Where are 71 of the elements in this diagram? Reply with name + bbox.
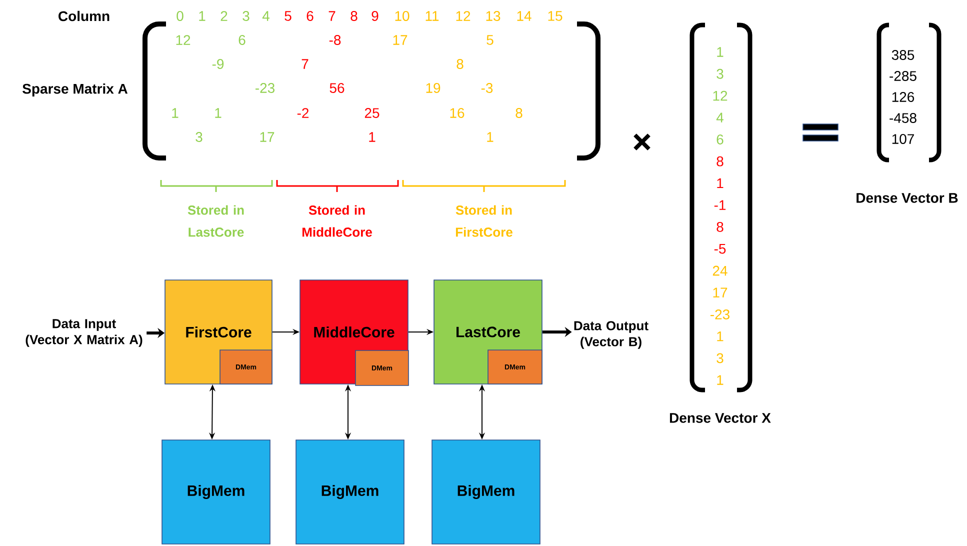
vector-label: Dense Vector B	[856, 193, 958, 203]
brace-label: Stored in FirstCore	[456, 205, 512, 237]
vector-entry: 1	[717, 178, 724, 188]
column-number: 7	[328, 11, 336, 21]
column-number: 3	[242, 11, 250, 21]
matrix-entry: 17	[260, 132, 274, 142]
memory-box: BigMem	[296, 440, 404, 544]
matrix-entry: 16	[450, 108, 464, 118]
matrix-entry: 1	[487, 132, 494, 142]
vector-entry: 8	[716, 222, 724, 232]
column-number: 6	[306, 11, 314, 21]
column-number: 8	[350, 11, 358, 21]
matrix-entry: 3	[196, 132, 202, 142]
column-number: 12	[456, 11, 470, 21]
vector-entry: 12	[713, 90, 728, 101]
memory-box: BigMem	[162, 440, 270, 544]
matrix-entry: 5	[486, 35, 494, 45]
input-label: Data Input (Vector X Matrix A)	[26, 319, 142, 347]
matrix-entry: 8	[516, 108, 522, 118]
vector-label: Dense Vector X	[670, 413, 771, 423]
brace-label: Stored in LastCore	[188, 205, 244, 237]
matrix-entry: -2	[297, 108, 309, 118]
vector-entry: 385	[892, 50, 914, 60]
column-number: 15	[548, 11, 562, 21]
vector-entry: 3	[716, 353, 724, 364]
memory-box: BigMem	[432, 440, 540, 544]
matrix-entry: 1	[215, 108, 222, 118]
vector-entry: 24	[712, 266, 728, 276]
vector-entry: 1	[717, 332, 724, 342]
vector-entry: 126	[892, 92, 914, 102]
vector-entry: -285	[890, 71, 916, 81]
vector-entry: -5	[714, 244, 726, 254]
matrix-entry: 17	[393, 35, 408, 45]
vector-entry: 8	[716, 156, 724, 166]
matrix-entry: 25	[364, 108, 380, 118]
vector-entry: 17	[713, 288, 728, 298]
column-number: 14	[517, 11, 532, 21]
matrix-entry: -3	[481, 83, 493, 93]
brace-label: Stored in MiddleCore	[302, 205, 372, 237]
matrix-entry: 19	[426, 83, 440, 93]
matrix-entry: 7	[302, 59, 308, 69]
column-number: 5	[284, 11, 292, 21]
matrix-entry: -8	[329, 35, 341, 45]
vector-entry: 6	[716, 134, 724, 144]
matrix-entry: -23	[256, 83, 274, 93]
vector-entry: 1	[717, 375, 724, 385]
vector-entry: 3	[716, 68, 724, 79]
column-number: 11	[426, 11, 439, 21]
matrix-entry: 1	[172, 108, 178, 118]
matrix-entry: 8	[456, 59, 464, 69]
vector-entry: 1	[717, 47, 724, 57]
output-label: Data Output (Vector B)	[574, 321, 648, 349]
vector-entry: 4	[716, 112, 724, 122]
matrix-label: Sparse Matrix A	[22, 83, 128, 97]
vector-entry: 107	[892, 134, 914, 144]
column-number: 10	[395, 11, 410, 21]
matrix-entry: -9	[212, 59, 224, 69]
matrix-entry: 12	[176, 35, 190, 45]
matrix-entry: 56	[330, 83, 344, 93]
column-number: 1	[199, 11, 206, 21]
column-number: 13	[486, 11, 500, 21]
column-number: 4	[262, 11, 270, 21]
column-number: 0	[176, 11, 184, 21]
vector-entry: -1	[714, 200, 726, 210]
column-label: Column	[58, 10, 110, 22]
vector-entry: -23	[710, 309, 730, 320]
column-number: 9	[372, 11, 378, 21]
column-number: 2	[220, 11, 228, 21]
vector-entry: -458	[890, 113, 916, 123]
matrix-entry: 6	[238, 35, 246, 45]
matrix-entry: 1	[369, 132, 376, 142]
